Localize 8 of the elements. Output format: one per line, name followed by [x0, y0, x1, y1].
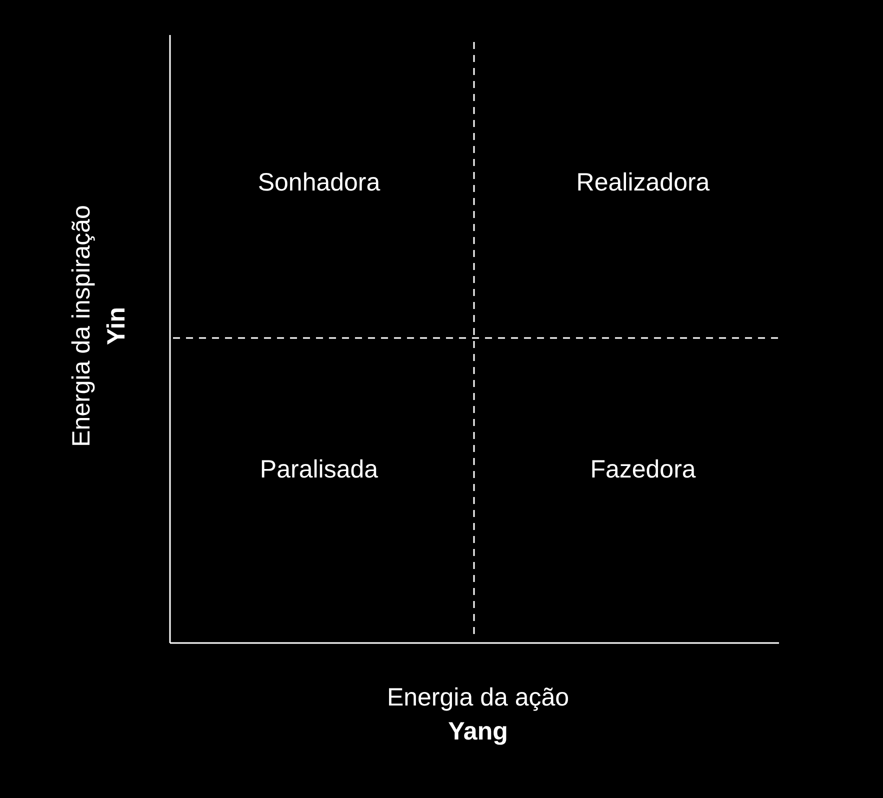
- axis-title: Yang: [448, 718, 508, 746]
- axis-title: Energia da ação: [386, 684, 570, 712]
- axis-title: Energia da inspiração: [68, 205, 96, 447]
- quadrant-label: Realizadora: [576, 169, 710, 197]
- quadrant-label: Sonhadora: [258, 169, 380, 197]
- quadrant-label: Fazedora: [590, 456, 696, 484]
- quadrant-label: Paralisada: [260, 456, 378, 484]
- axis-title: Yin: [103, 307, 131, 345]
